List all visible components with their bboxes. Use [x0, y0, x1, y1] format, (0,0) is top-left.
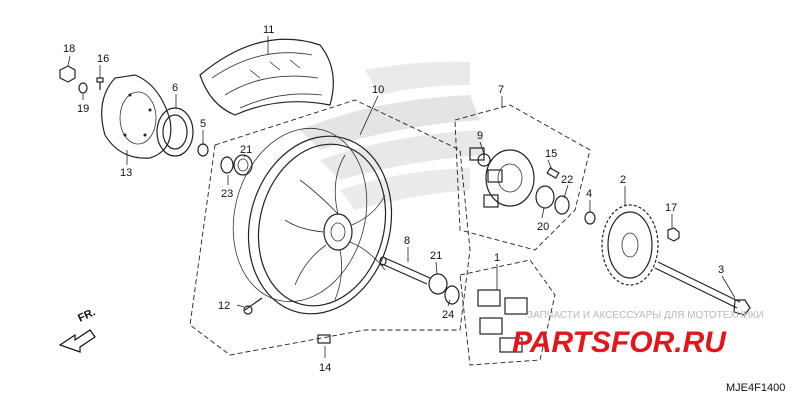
bearing-21-right [428, 273, 448, 295]
wheel-assembly-outline [189, 99, 471, 356]
final-driven-flange [469, 147, 535, 208]
callout-3: 3 [718, 264, 724, 276]
watermark-brand: PARTSFOR.RU [512, 326, 727, 359]
callout-6: 6 [172, 82, 178, 94]
callout-10: 10 [372, 84, 384, 96]
stud-15 [546, 167, 560, 179]
callout-12: 12 [218, 300, 230, 312]
driven-sprocket [601, 204, 659, 286]
leader-lines [67, 36, 736, 358]
direction-label: FR. [76, 306, 97, 324]
callout-4: 4 [586, 188, 592, 200]
bearing-21-left [233, 154, 253, 176]
washer-19 [78, 82, 88, 94]
bearing-20 [535, 185, 555, 209]
callout-19: 19 [77, 103, 89, 115]
callout-15: 15 [545, 148, 557, 160]
callout-20: 20 [537, 221, 549, 233]
balance-weight [317, 334, 331, 344]
seal-23 [220, 156, 234, 174]
callout-11: 11 [263, 24, 274, 36]
nut-18 [59, 65, 76, 83]
callout-14: 14 [319, 362, 331, 374]
disc-adapter [156, 107, 194, 157]
callout-2: 2 [620, 174, 626, 186]
bolt-16 [96, 77, 104, 90]
callout-16: 16 [97, 53, 109, 65]
callout-1: 1 [494, 252, 500, 264]
callout-23: 23 [221, 188, 233, 200]
bearing-21-left-inner [237, 158, 249, 172]
rear-axle [654, 261, 751, 316]
diagram-code: MJE4F1400 [726, 382, 785, 394]
watermark-tagline: ЗАПЧАСТИ И АКСЕССУАРЫ ДЛЯ МОТОТЕХНИКИ [527, 310, 764, 321]
distance-collar [379, 256, 431, 285]
hub-assembly-outline [454, 104, 591, 251]
callout-18: 18 [63, 43, 75, 55]
callout-9: 9 [477, 130, 483, 142]
callout-24: 24 [442, 309, 454, 321]
callout-22: 22 [561, 174, 573, 186]
seal-24 [444, 285, 460, 305]
tire [199, 38, 334, 116]
damper-set-outline [459, 259, 556, 366]
callout-21-left: 21 [240, 144, 252, 156]
wing-logo-icon [300, 61, 485, 210]
collar-5 [197, 143, 209, 157]
callout-21-right: 21 [430, 250, 442, 262]
rear-wheel [232, 127, 393, 315]
nut-17 [667, 227, 680, 242]
tire-valve [243, 297, 263, 315]
callout-8: 8 [404, 235, 410, 247]
callout-5: 5 [200, 118, 206, 130]
washer-4 [584, 211, 596, 225]
callout-17: 17 [665, 202, 677, 214]
callout-13: 13 [120, 167, 132, 179]
wheel-damper-rubbers [477, 289, 528, 353]
brake-disc [101, 74, 172, 159]
seal-22 [554, 195, 570, 215]
front-direction-arrow-icon [58, 329, 96, 353]
callout-7: 7 [498, 84, 504, 96]
